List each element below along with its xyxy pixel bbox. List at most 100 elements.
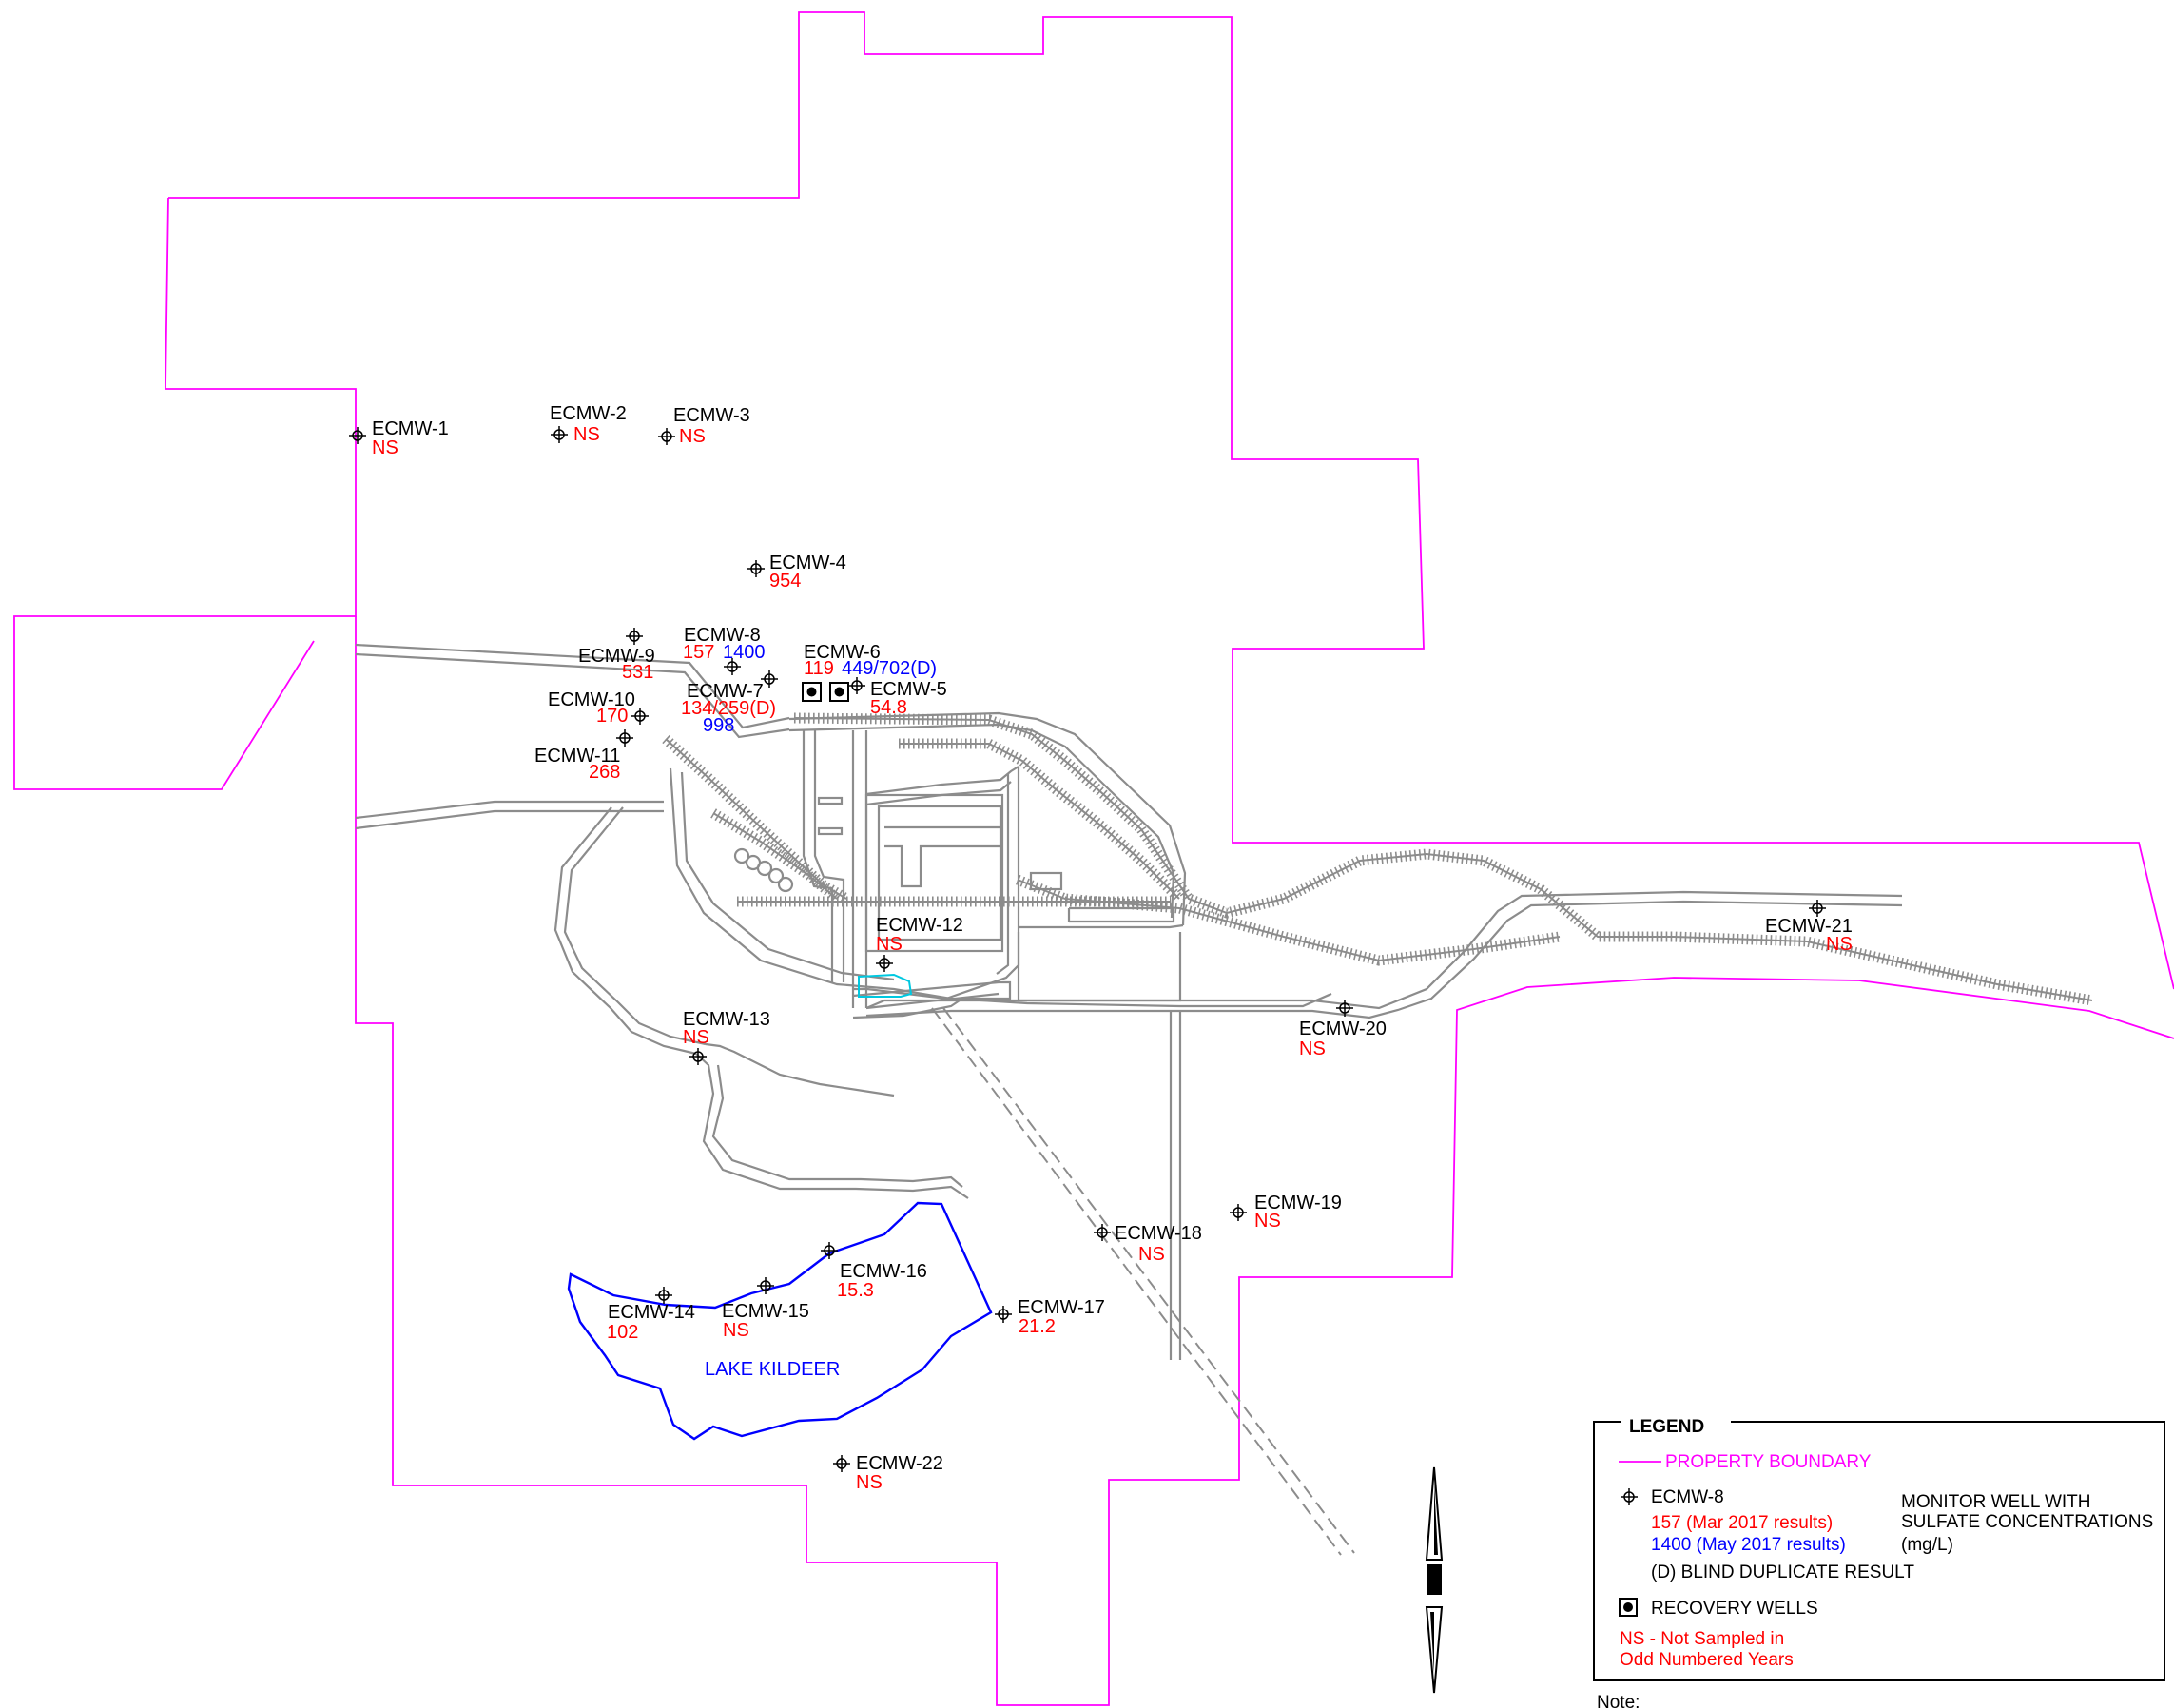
- well-id-label: ECMW-17: [1018, 1297, 1105, 1318]
- well-id-label: ECMW-12: [876, 915, 963, 936]
- lake-label: LAKE KILDEER: [705, 1359, 840, 1380]
- legend-ns-line-1: NS - Not Sampled in: [1620, 1629, 1784, 1649]
- well-symbol-icon: [724, 658, 741, 675]
- legend-description-2: SULFATE CONCENTRATIONS: [1901, 1512, 2153, 1532]
- well-ecmw-5: ECMW-554.8: [848, 677, 947, 718]
- well-symbol-icon: [747, 560, 765, 577]
- well-ecmw-2: ECMW-2NS: [550, 403, 627, 445]
- well-symbol-icon: [616, 729, 633, 747]
- well-mar-2017-value: 15.3: [837, 1280, 874, 1301]
- well-mar-2017-value: NS: [1138, 1244, 1165, 1265]
- legend: LEGEND PROPERTY BOUNDARY ECMW-8 157 (Mar…: [1593, 1410, 2165, 1681]
- property-boundary: [13, 11, 2174, 1706]
- well-mar-2017-value: 954: [769, 571, 801, 592]
- well-mar-2017-value: 157: [683, 642, 714, 663]
- well-symbol-icon: [757, 1277, 774, 1294]
- well-id-label: ECMW-14: [608, 1302, 695, 1323]
- legend-description-3: (mg/L): [1901, 1535, 1953, 1555]
- road-network: [355, 643, 1903, 1360]
- well-symbol-icon: [1809, 900, 1826, 917]
- well-id-label: ECMW-20: [1299, 1019, 1387, 1039]
- legend-well-example: ECMW-8: [1651, 1487, 1724, 1507]
- well-may-2017-value: 1400: [723, 642, 766, 663]
- well-id-label: ECMW-5: [870, 679, 947, 700]
- well-id-label: ECMW-22: [856, 1453, 943, 1474]
- well-id-label: ECMW-2: [550, 403, 627, 424]
- well-id-label: ECMW-15: [722, 1301, 809, 1322]
- well-mar-2017-value: 21.2: [1019, 1316, 1056, 1337]
- well-mar-2017-value: 102: [607, 1322, 638, 1343]
- well-mar-2017-value: NS: [683, 1027, 709, 1048]
- well-mar-2017-value: 119: [804, 658, 834, 679]
- legend-property-boundary: PROPERTY BOUNDARY: [1665, 1452, 1872, 1472]
- well-ecmw-1: ECMW-1NS: [349, 418, 449, 458]
- well-mar-2017-value: NS: [1254, 1211, 1281, 1232]
- well-may-2017-value: 998: [703, 715, 734, 736]
- well-id-label: ECMW-11: [534, 746, 620, 767]
- well-id-label: ECMW-16: [840, 1261, 927, 1282]
- legend-well-symbol: [1621, 1488, 1638, 1505]
- well-symbol-icon: [821, 1242, 838, 1259]
- well-symbol-icon: [833, 1455, 850, 1472]
- north-letter: N: [1426, 1567, 1444, 1596]
- monitor-wells: ECMW-1NSECMW-2NSECMW-3NSECMW-4954ECMW-55…: [349, 403, 1853, 1493]
- well-id-label: ECMW-1: [372, 418, 449, 439]
- wetland-outline: [858, 973, 913, 998]
- well-mar-2017-value: NS: [679, 426, 706, 447]
- well-id-label: ECMW-8: [684, 625, 761, 646]
- well-id-label: ECMW-7: [687, 681, 764, 702]
- well-symbol-icon: [1094, 1224, 1111, 1241]
- well-id-label: ECMW-10: [548, 689, 635, 710]
- well-mar-2017-value: 54.8: [870, 697, 907, 718]
- well-mar-2017-value: NS: [1299, 1038, 1326, 1059]
- pipeline-corridor: [931, 1007, 1342, 1556]
- railroad: [662, 712, 2093, 1006]
- legend-recovery-wells: RECOVERY WELLS: [1651, 1599, 1818, 1619]
- well-symbol-icon: [658, 428, 675, 445]
- well-mar-2017-value: NS: [573, 424, 600, 445]
- well-symbol-icon: [995, 1306, 1012, 1323]
- legend-mar-example: 157 (Mar 2017 results): [1651, 1513, 1833, 1533]
- well-id-label: ECMW-21: [1765, 916, 1853, 937]
- well-mar-2017-value: 134/259(D): [681, 698, 776, 719]
- well-symbol-icon: [1230, 1204, 1247, 1221]
- north-arrow: N: [1426, 1466, 1444, 1694]
- legend-description-1: MONITOR WELL WITH: [1901, 1492, 2091, 1512]
- lake-kildeer-outline: [567, 1201, 993, 1441]
- well-id-label: ECMW-6: [804, 642, 881, 663]
- well-mar-2017-value: NS: [723, 1320, 749, 1341]
- well-id-label: ECMW-9: [578, 646, 655, 667]
- well-id-label: ECMW-3: [673, 405, 750, 426]
- well-mar-2017-value: 531: [622, 662, 653, 683]
- well-symbol-icon: [631, 708, 649, 725]
- well-may-2017-value: 449/702(D): [842, 658, 937, 679]
- legend-ns-line-2: Odd Numbered Years: [1620, 1650, 1794, 1670]
- well-symbol-icon: [761, 670, 778, 688]
- legend-may-example: 1400 (May 2017 results): [1651, 1535, 1846, 1555]
- well-symbol-icon: [848, 677, 865, 694]
- well-mar-2017-value: NS: [372, 437, 398, 458]
- well-symbol-icon: [876, 955, 893, 972]
- well-symbol-icon: [1336, 1000, 1353, 1017]
- well-mar-2017-value: NS: [1826, 934, 1853, 955]
- well-symbol-icon: [349, 427, 366, 444]
- well-mar-2017-value: NS: [876, 934, 903, 955]
- well-id-label: ECMW-19: [1254, 1193, 1342, 1213]
- well-symbol-icon: [626, 628, 643, 645]
- recovery-wells: [802, 682, 849, 702]
- legend-duplicate: (D) BLIND DUPLICATE RESULT: [1651, 1562, 1914, 1582]
